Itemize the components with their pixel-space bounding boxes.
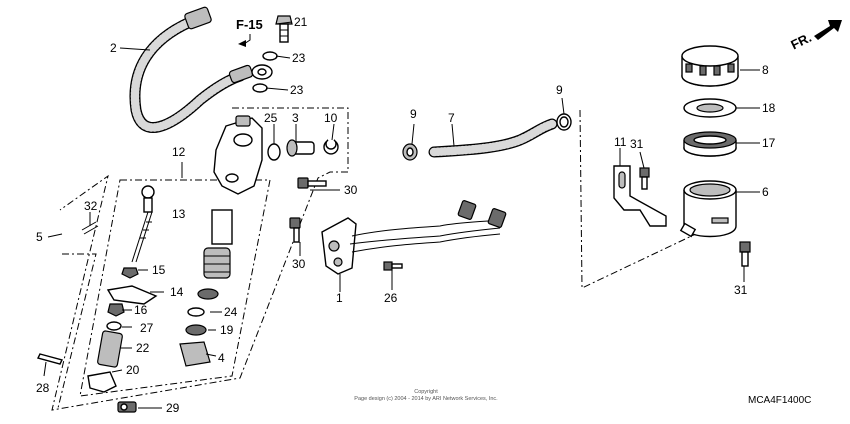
callout-31-upper: 31: [630, 137, 644, 151]
snap-ring: [185, 324, 207, 336]
callout-16: 16: [134, 303, 148, 317]
hose-clamp-right: [556, 113, 572, 131]
callout-32: 32: [84, 199, 98, 213]
callout-3: 3: [292, 111, 299, 125]
callout-17: 17: [762, 136, 776, 150]
joint-pin: [36, 353, 64, 365]
callout-23-lower: 23: [290, 83, 304, 97]
callout-27: 27: [140, 321, 154, 335]
sealing-washer-lower: [252, 83, 268, 93]
copyright-notice: Page design (c) 2004 - 2014 by ARI Netwo…: [354, 396, 498, 402]
callout-8: 8: [762, 63, 769, 77]
lock-nut: [121, 267, 139, 279]
hose-clamp-left: [402, 143, 418, 161]
callout-19: 19: [220, 323, 234, 337]
push-rod: [131, 185, 155, 263]
callout-5: 5: [36, 230, 43, 244]
lock-clip: [117, 401, 137, 413]
cotter-pin: [81, 221, 99, 235]
brake-hose: [129, 6, 273, 133]
reservoir-stay: [613, 165, 667, 227]
reservoir-screw-lower: [739, 241, 751, 267]
callout-14: 14: [170, 285, 184, 299]
callout-9-left: 9: [410, 107, 417, 121]
reservoir-cap: [681, 45, 739, 87]
callout-9-right: 9: [556, 83, 563, 97]
return-spring: [211, 209, 233, 245]
callout-21: 21: [294, 15, 308, 29]
reference-label: F-15: [236, 17, 263, 32]
banjo-bolt: [275, 15, 293, 43]
piston: [203, 247, 231, 279]
callout-4: 4: [218, 351, 225, 365]
callout-26: 26: [384, 291, 398, 305]
piston-washer: [187, 307, 205, 317]
master-cylinder-body: [213, 115, 263, 195]
callout-11: 11: [614, 135, 627, 149]
callout-7: 7: [448, 111, 455, 125]
boot-ring: [106, 321, 122, 331]
front-arrow-icon: [814, 20, 842, 40]
front-direction-indicator: FR.: [788, 20, 842, 52]
callout-30-upper: 30: [344, 183, 358, 197]
push-rod-bracket: [106, 285, 158, 305]
joint-fitting: [286, 139, 315, 157]
flange-bolt-upper: [297, 177, 327, 189]
master-cylinder-assembly-outline: [51, 107, 349, 411]
callout-12: 12: [172, 145, 186, 159]
direction-label: FR.: [788, 30, 813, 53]
callout-29: 29: [166, 401, 180, 415]
callout-28: 28: [36, 381, 50, 395]
callout-15: 15: [152, 263, 166, 277]
reservoir-hose: [428, 118, 558, 158]
callout-6: 6: [762, 185, 769, 199]
master-cylinder-assembly-outline-2: [57, 253, 97, 409]
callout-18: 18: [762, 101, 776, 115]
callout-10: 10: [324, 111, 338, 125]
diagram-code: MCA4F1400C: [748, 395, 811, 406]
brake-switch-bracket: [321, 200, 507, 275]
joint-nut: [107, 303, 125, 317]
callout-1: 1: [336, 291, 343, 305]
callout-22: 22: [136, 341, 150, 355]
callout-25: 25: [264, 111, 278, 125]
callout-20: 20: [126, 363, 140, 377]
piston-cup: [197, 288, 219, 300]
reservoir-assembly-outline: [579, 109, 701, 289]
copyright-label: Copyright: [414, 389, 438, 395]
clevis-joint: [87, 371, 117, 393]
diaphragm: [683, 131, 737, 157]
boot: [97, 330, 123, 368]
hose-clip: [323, 139, 339, 155]
leader-lines: [43, 21, 760, 409]
o-ring: [267, 143, 281, 161]
master-cylinder-boot: [179, 341, 211, 367]
callout-31-lower: 31: [734, 283, 748, 297]
switch-screw: [383, 261, 403, 271]
callout-labels: 1 2 3 4 5 6 7 8 9 9 10 11 12 13 14 15 16…: [36, 15, 776, 415]
reservoir-tank: [679, 180, 737, 238]
callout-13: 13: [172, 207, 186, 221]
reservoir-stay-slot: [618, 171, 626, 189]
diaphragm-plate: [683, 98, 737, 118]
callout-2: 2: [110, 41, 117, 55]
sealing-washer-upper: [262, 51, 278, 61]
reference-marker: F-15: [236, 17, 263, 47]
callout-23-upper: 23: [292, 51, 306, 65]
callout-30-lower: 30: [292, 257, 306, 271]
callout-24: 24: [224, 305, 238, 319]
flange-bolt-lower: [289, 217, 301, 243]
reservoir-screw-upper: [639, 167, 650, 190]
